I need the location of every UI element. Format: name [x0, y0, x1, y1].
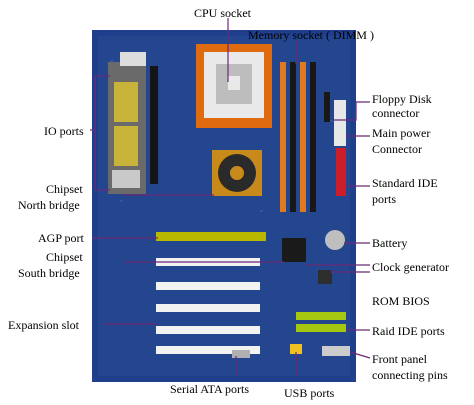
label-chipset-north-line1: Chipset [46, 182, 83, 196]
label-battery: Battery [372, 236, 408, 250]
label-chipset-north-line2: North bridge [18, 198, 80, 212]
label-rom-bios: ROM BIOS [372, 294, 430, 308]
label-clock-generator: Clock generator [372, 260, 449, 274]
label-serial-ata: Serial ATA ports [170, 382, 250, 396]
sata-ports-shape [232, 350, 250, 358]
agp-slot-shape [156, 232, 266, 241]
pointer-lines [90, 18, 371, 376]
front-panel-pins-shape [322, 346, 350, 356]
label-agp-port: AGP port [38, 231, 84, 245]
rom-bios-chip [318, 270, 332, 284]
io-ports-panel [108, 52, 146, 194]
south-bridge-chip [282, 238, 306, 262]
label-front-panel-line1: Front panel [372, 352, 427, 366]
label-io-ports: IO ports [44, 124, 84, 138]
standard-ide-shape [336, 148, 346, 196]
battery-shape [325, 230, 345, 250]
label-front-panel-line2: connecting pins [372, 368, 448, 382]
label-chipset-south-line1: Chipset [46, 250, 83, 264]
label-standard-ide-line2: ports [372, 192, 396, 206]
north-bridge-heatsink [212, 150, 262, 196]
label-floppy-line2: connector [372, 106, 420, 120]
pointer-floppy [334, 101, 370, 121]
cpu-socket-shape [196, 44, 272, 128]
label-raid-ide: Raid IDE ports [372, 324, 445, 338]
pointer-front-panel [349, 351, 371, 359]
main-power-connector-shape [334, 100, 346, 146]
label-standard-ide-line1: Standard IDE [372, 176, 438, 190]
label-cpu-socket: CPU socket [194, 6, 251, 20]
label-usb-ports: USB ports [284, 386, 335, 400]
usb-header-shape [290, 344, 302, 354]
label-expansion-slot: Expansion slot [8, 318, 79, 332]
label-floppy-line1: Floppy Disk [372, 92, 432, 106]
dimm-slots [280, 62, 316, 212]
raid-ide-shape [296, 312, 346, 320]
label-chipset-south-line2: South bridge [18, 266, 80, 280]
label-memory-socket: Memory socket ( DIMM ) [248, 28, 374, 42]
label-main-power-line1: Main power [372, 126, 431, 140]
label-main-power-line2: Connector [372, 142, 422, 156]
